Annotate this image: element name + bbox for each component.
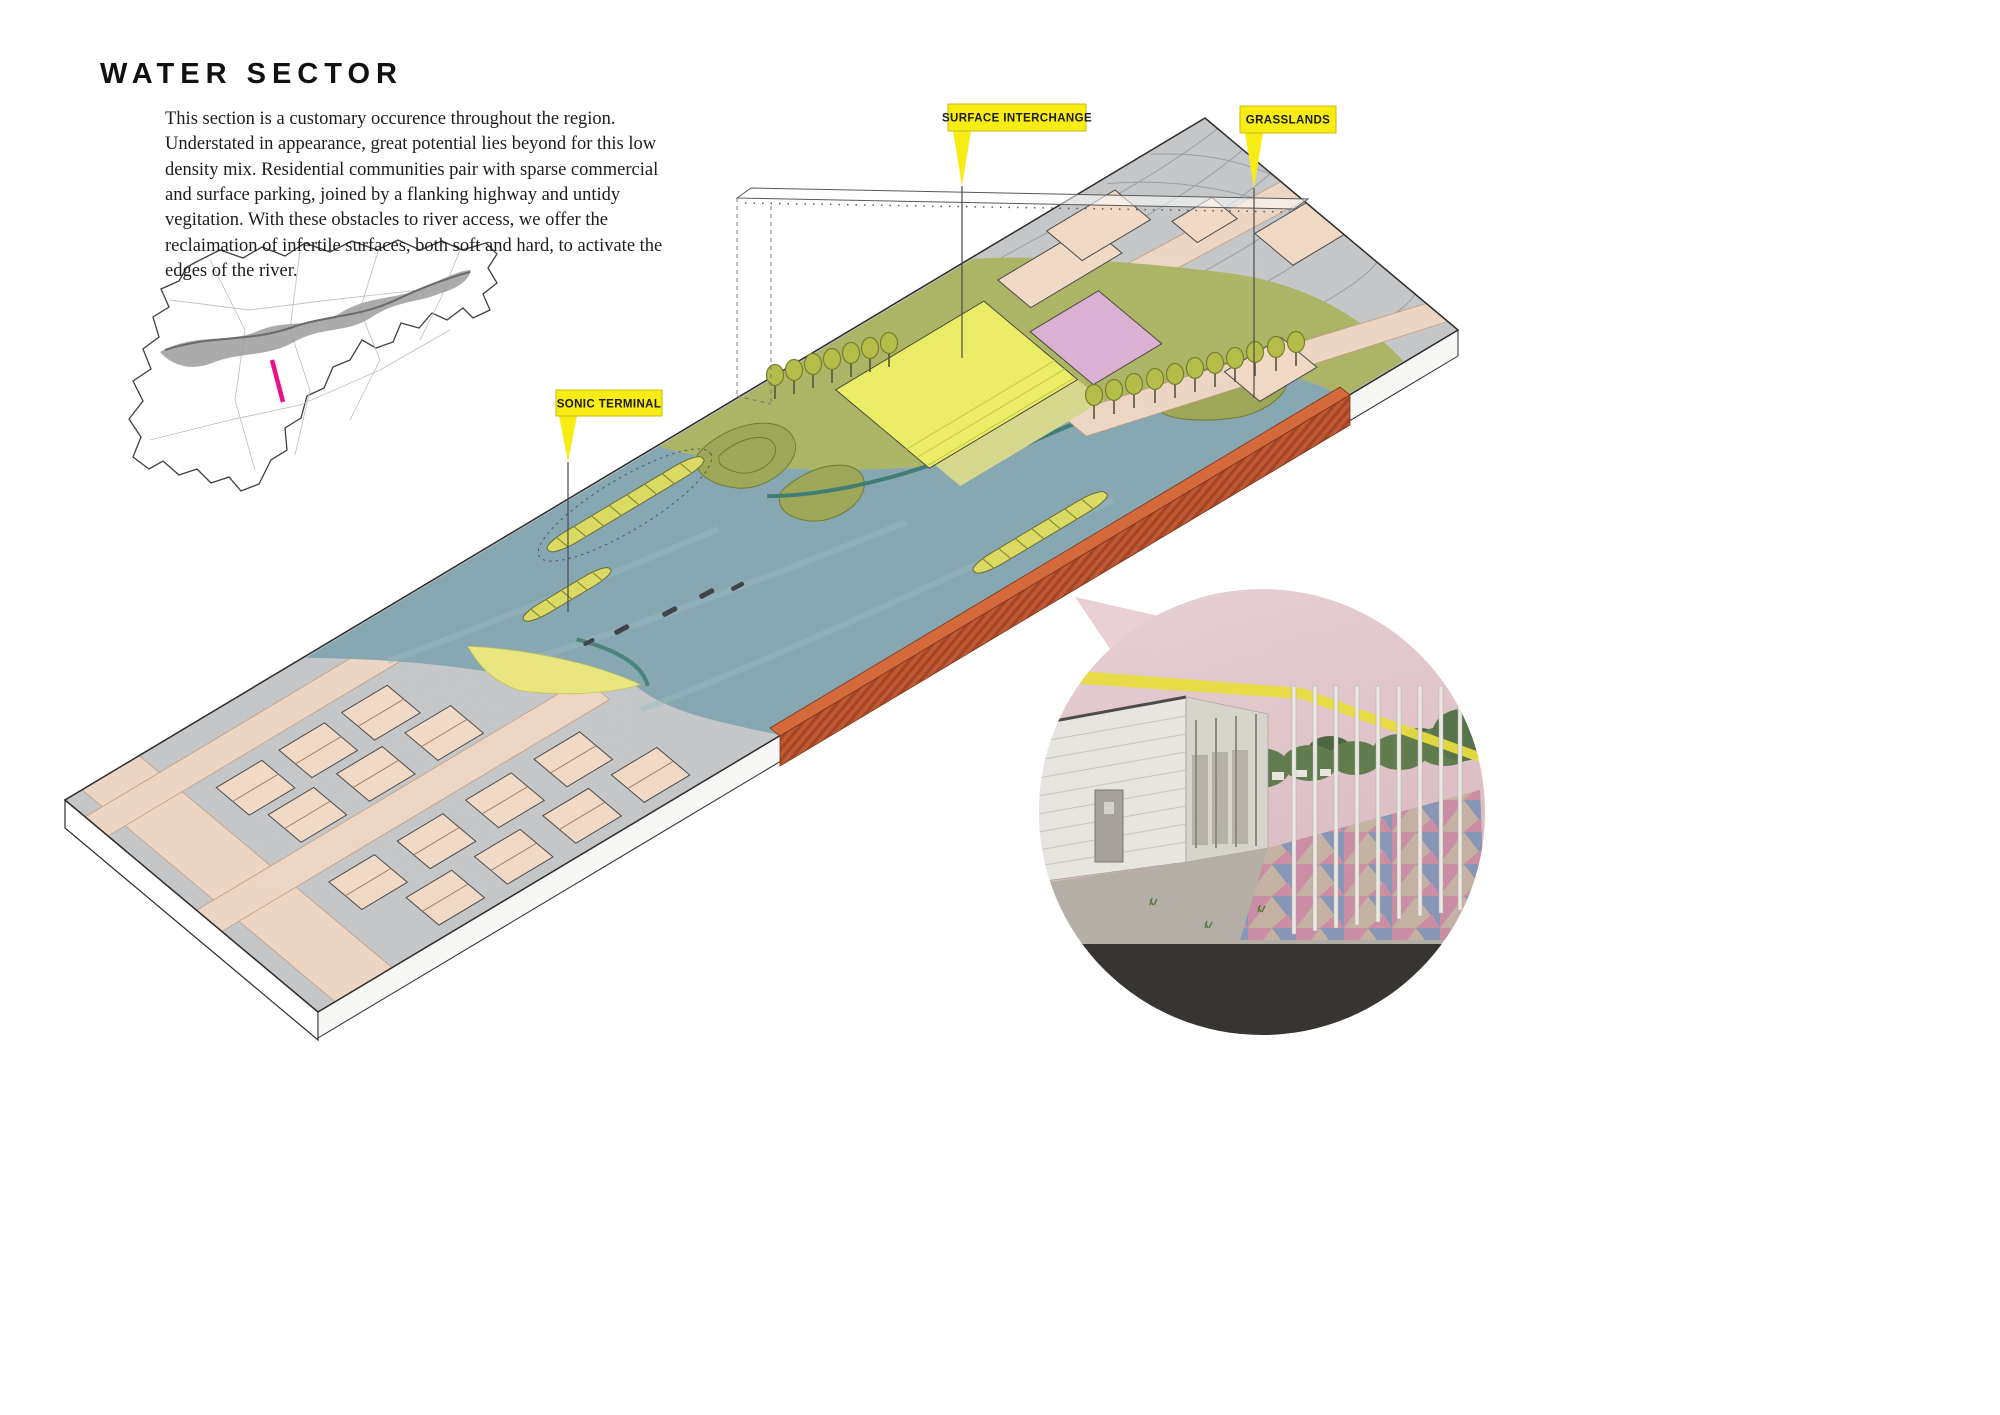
map-river-line [164,271,471,351]
pier-survey-outline [537,448,713,562]
measure-droplines [736,198,772,405]
vignette-grain [1039,589,1485,1035]
flag-grasslands: GRASSLANDS [1239,105,1337,398]
river-wall [769,386,1351,767]
map-roads [149,244,461,471]
perspective-vignette [1039,589,1485,1035]
flag-tail [953,131,971,186]
flag-label-sonic-terminal: SONIC TERMINAL [557,399,662,411]
flag-label-grasslands: GRASSLANDS [1246,115,1331,127]
measure-frame [735,187,1310,405]
section-location-marker [269,359,286,403]
flag-sonic-terminal: SONIC TERMINAL [555,389,663,612]
title-block: WATER SECTOR This section is a customary… [100,58,720,284]
measure-ticks [744,202,1291,213]
page-title: WATER SECTOR [100,58,403,90]
flag-tail [1245,133,1263,188]
flag-box [1239,105,1337,134]
strip-outline [63,117,1460,1013]
site-axonometric [0,110,1460,1415]
region-map [128,239,498,492]
flag-label-surface-interchange: SURFACE INTERCHANGE [942,113,1092,125]
flag-box [947,103,1087,132]
boats [583,581,745,646]
map-river-corridor [160,270,471,367]
flag-box [555,389,663,417]
flag-surface-interchange: SURFACE INTERCHANGE [942,103,1092,358]
intro-paragraph: This section is a customary occurence th… [165,109,663,282]
flag-tail [559,416,577,462]
